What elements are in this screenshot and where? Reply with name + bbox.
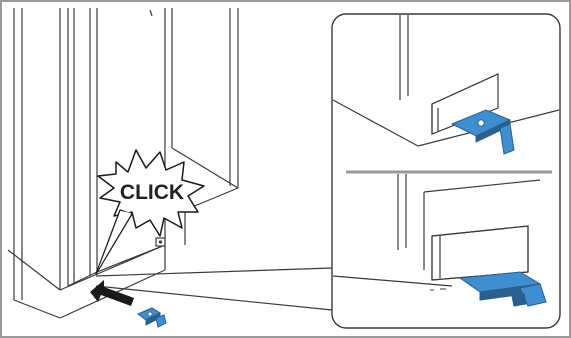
push-arrow-icon [90, 280, 134, 306]
click-starburst-icon [96, 150, 204, 274]
mounting-clip-icon [138, 308, 166, 327]
click-label: CLICK [120, 181, 184, 204]
appliance-main-view [8, 8, 238, 318]
